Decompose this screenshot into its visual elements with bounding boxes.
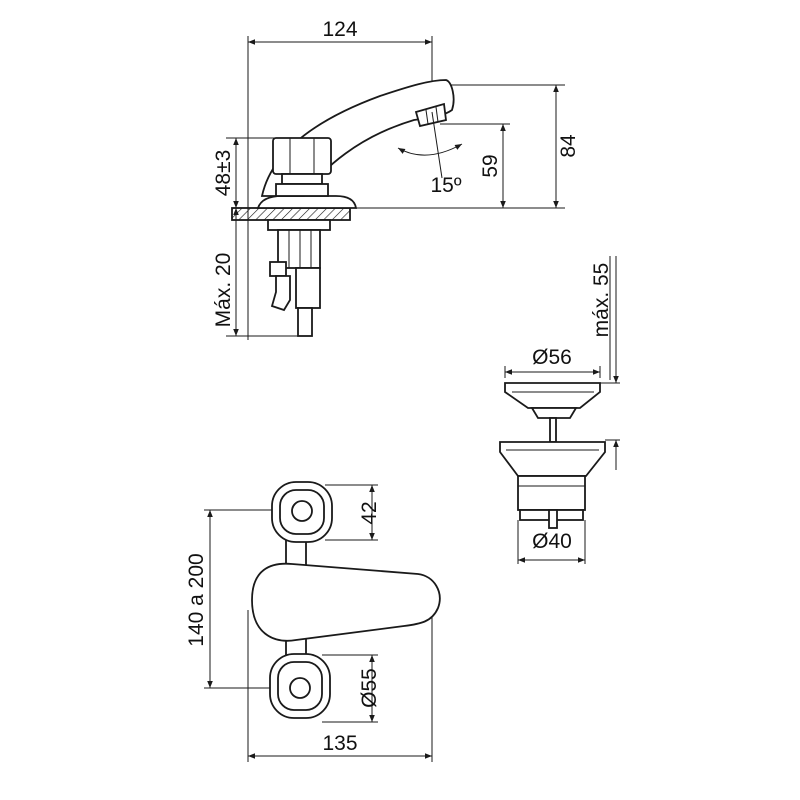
valve-collar [281,173,323,185]
drain-stem-tail [548,509,558,529]
drain-assembly: Ø56 máx. 55 Ø40 [499,256,620,564]
base-rosette [256,195,358,209]
drain-body [517,475,586,511]
upper-handle-center [291,500,313,522]
aerator-line [425,109,429,125]
faucet-side-view: 124 84 59 15º 48±3 Máx. 20 [212,18,580,340]
drain-plug-cap [504,382,601,409]
drain-bottom-diameter-label: Ø40 [532,530,572,553]
spout-height-dim-label: 59 [479,154,502,177]
faucet-top-view: 140 a 200 42 Ø55 135 [185,481,441,762]
drain-stem [549,417,557,443]
side-nut [269,261,287,277]
inlet-pipe [297,307,313,337]
valve-head [272,137,332,175]
height-dim-label: 84 [557,134,580,158]
rosette-diameter-label: Ø55 [358,668,381,708]
drain-max-depth-label: máx. 55 [590,263,613,338]
spout-angle-label: 15º [430,174,461,197]
aerator-line [435,106,439,123]
drain-plug-seal [530,407,578,419]
inlet-tube [295,267,321,309]
angle-arc [397,143,463,156]
max-below-dim-label: Máx. 20 [212,253,235,328]
lower-handle-center [289,677,311,699]
width-dim-label: 124 [322,18,357,41]
drain-body-flange [499,441,606,477]
valve-nut [275,183,329,197]
spout-top-view [251,562,441,642]
aerator [414,102,447,128]
top-width-dim-label: 135 [322,732,357,755]
handle-size-dim-label: 42 [358,501,381,524]
lock-nut [267,219,331,231]
inlet-elbow [270,275,291,312]
deck-section [231,207,351,221]
base-height-dim-label: 48±3 [212,150,235,197]
drain-top-diameter-label: Ø56 [532,346,572,369]
spacing-dim-label: 140 a 200 [185,553,208,646]
